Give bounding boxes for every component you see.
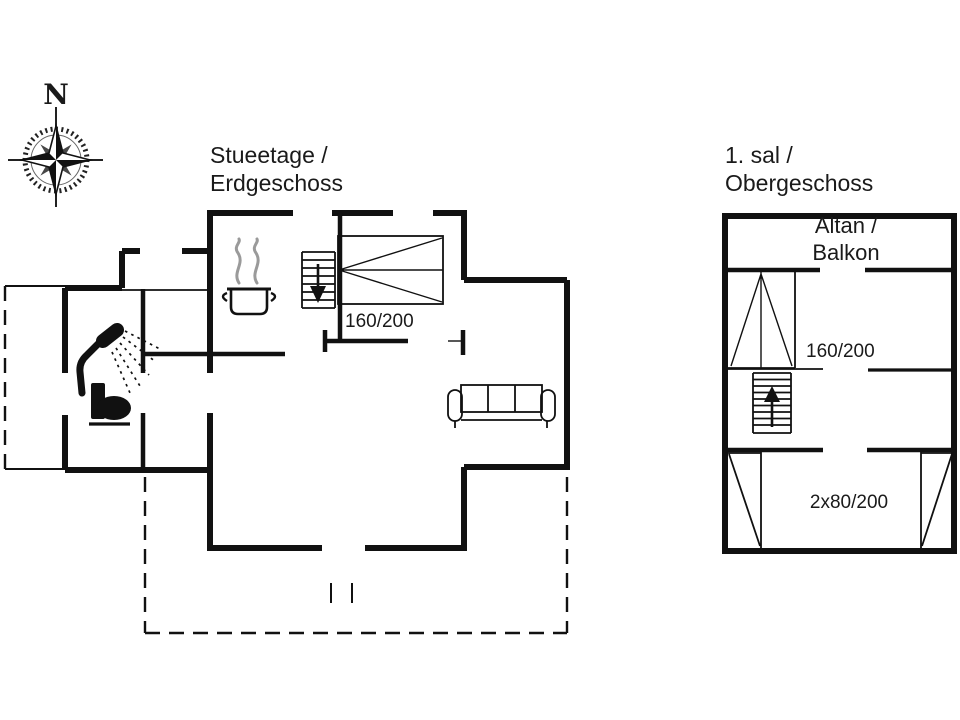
upper-bed-icon [728,272,796,369]
upper-floor-title: 1. sal / Obergeschoss [725,142,873,196]
upper-floor-bed-size-label: 160/200 [806,341,875,362]
ground-floor-title: Stueetage / Erdgeschoss [210,142,343,196]
ground-floor-interior-walls [122,213,466,467]
twin-bed-left-icon [728,452,762,548]
toilet-icon [89,383,131,426]
terrace-outline [143,477,569,635]
twin-bed-size-label: 2x80/200 [810,492,888,513]
upper-floor-exterior-walls [722,213,957,554]
compass-north-label: N [43,78,69,111]
upper-floor-interior-walls [725,267,954,453]
ground-floor-bed-size-label: 160/200 [345,311,414,332]
cooking-pot-icon [221,237,277,316]
stairs-up-icon [752,372,792,434]
balcony-label: Altan / Balkon [812,213,879,265]
ground-floor-left-annex [3,285,65,470]
balcony-label-line1: Altan / [815,213,878,238]
double-bed-icon [337,235,444,305]
stairs-down-icon [301,251,336,309]
balcony-label-line2: Balkon [812,240,879,265]
ground-floor-title-line2: Erdgeschoss [210,170,343,196]
sofa-icon [447,384,556,428]
ground-floor-title-line1: Stueetage / [210,142,328,168]
compass-rose-icon: N [8,78,103,207]
ground-floor-exterior-walls [62,210,570,551]
shower-icon [76,323,161,397]
upper-floor-title-line2: Obergeschoss [725,170,873,196]
twin-bed-right-icon [920,452,953,548]
upper-floor-title-line1: 1. sal / [725,142,793,168]
terrace-door-ticks [330,583,353,603]
